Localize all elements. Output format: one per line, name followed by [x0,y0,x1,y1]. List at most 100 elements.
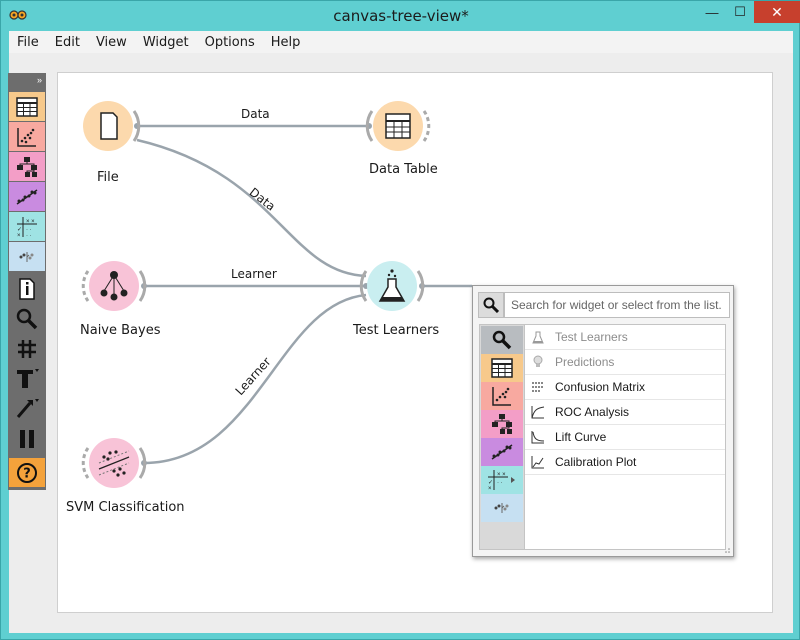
document-icon [100,112,118,140]
list-item-test-learners[interactable]: Test Learners [525,325,725,350]
category-tab-classify[interactable] [481,410,523,438]
list-item-label: Lift Curve [555,430,607,444]
magnifier-icon [16,308,38,329]
table-icon [16,96,38,117]
list-item-confusion-matrix[interactable]: Confusion Matrix [525,375,725,400]
pause-icon [20,429,34,448]
question-icon: ? [17,462,37,483]
category-tab-visualize[interactable] [481,382,523,410]
node-label-naive-bayes: Naive Bayes [80,323,161,338]
category-tab-search[interactable] [481,326,523,354]
category-tab-regression[interactable] [481,438,523,466]
svg-text:· ·: · · [26,233,32,238]
list-item-label: ROC Analysis [555,405,630,419]
confusion-matrix-icon: × ×✓· ·×· · [17,216,37,238]
pen-tool-button[interactable] [9,394,45,423]
svm-icon [98,450,130,477]
link-file-to-test-learners[interactable] [136,138,367,278]
scatter-plot-icon [492,387,511,406]
menu-view[interactable]: View [95,34,127,50]
svg-text:?: ? [23,466,31,481]
clustering-icon [19,251,34,262]
info-tool-button[interactable] [9,274,45,303]
grid-tool-button[interactable] [9,334,45,363]
arrow-annotation-icon [16,398,39,418]
widget-list: Test Learners Predictions Confusion Matr… [525,324,726,550]
node-file[interactable] [83,101,141,151]
links-layer: Data Data Learner Learner [81,101,472,488]
list-item-label: Test Learners [555,330,628,344]
toolbox-expand-button[interactable]: » [36,75,42,85]
title-bar[interactable]: canvas-tree-view* — ☐ ✕ [1,1,800,31]
node-naive-bayes[interactable] [81,261,147,311]
node-test-learners[interactable] [359,261,425,311]
list-item-roc-analysis[interactable]: ROC Analysis [525,400,725,425]
link-svm-to-test-learners[interactable] [143,293,367,465]
list-item-predictions[interactable]: Predictions [525,350,725,375]
menu-file[interactable]: File [17,34,39,50]
node-label-svm-classification: SVM Classification [66,500,185,515]
menu-options[interactable]: Options [204,34,255,50]
table-icon [491,358,513,378]
info-icon [19,277,35,300]
clustering-icon [494,503,509,513]
node-svm-classification[interactable] [81,438,147,488]
widget-search-input[interactable] [504,292,730,318]
svg-text:✓: ✓ [488,480,493,486]
widget-toolbox: » × ×✓· ·×· · ? [8,73,46,490]
regression-category-button[interactable] [9,182,45,211]
menu-help[interactable]: Help [270,34,301,50]
list-item-calibration-plot[interactable]: Calibration Plot [525,450,725,475]
visualize-category-button[interactable] [9,122,45,151]
svg-text:· ·: · · [497,480,503,486]
flask-icon [531,330,545,344]
calibration-icon [531,455,545,469]
text-annotation-icon [17,368,39,388]
table-icon [385,113,411,139]
search-icon [478,292,504,318]
node-label-data-table: Data Table [369,162,438,177]
link-label-learner-1: Learner [231,267,277,281]
bayes-network-icon [100,271,128,301]
category-tabs: × × ✓ · · × [479,324,525,550]
category-tab-evaluate[interactable]: × × ✓ · · × [481,466,523,494]
text-tool-button[interactable] [9,364,45,393]
help-tool-button[interactable]: ? [9,458,45,487]
menu-bar: File Edit View Widget Options Help [9,31,793,53]
unsupervised-category-button[interactable] [9,242,45,271]
pause-tool-button[interactable] [9,424,45,453]
node-data-table[interactable] [365,101,431,151]
scatter-plot-icon [17,127,36,147]
list-item-label: Calibration Plot [555,455,637,469]
quick-widget-menu: × × ✓ · · × Test Learners Predictions Confu… [472,285,734,557]
category-tab-data[interactable] [481,354,523,382]
classify-category-button[interactable] [9,152,45,181]
svg-text:×: × [17,233,21,238]
matrix-icon [531,380,545,394]
link-label-data-2: Data [247,185,278,214]
list-item-lift-curve[interactable]: Lift Curve [525,425,725,450]
magnifier-icon [492,330,512,350]
menu-widget[interactable]: Widget [142,34,189,50]
flask-icon [378,269,406,302]
resize-grip-icon[interactable] [723,546,731,554]
svg-text:× ×: × × [26,219,35,225]
search-row [478,292,730,318]
svg-text:×: × [488,486,492,491]
category-tab-unsupervised[interactable] [481,494,523,522]
svg-text:× ×: × × [497,472,506,478]
zoom-tool-button[interactable] [9,304,45,333]
orange-app-icon [9,10,27,20]
maximize-button[interactable]: ☐ [734,4,746,19]
list-item-label: Confusion Matrix [555,380,646,394]
regression-icon [16,188,38,205]
data-category-button[interactable] [9,92,45,121]
window-title: canvas-tree-view* [333,7,469,25]
evaluate-category-button[interactable]: × ×✓· ·×· · [9,212,45,241]
minimize-button[interactable]: — [705,4,719,20]
node-label-test-learners: Test Learners [353,323,440,338]
menu-edit[interactable]: Edit [54,34,80,50]
confusion-matrix-icon: × × ✓ · · × [488,470,515,491]
list-item-label: Predictions [555,355,615,369]
close-button[interactable]: ✕ [754,1,800,23]
